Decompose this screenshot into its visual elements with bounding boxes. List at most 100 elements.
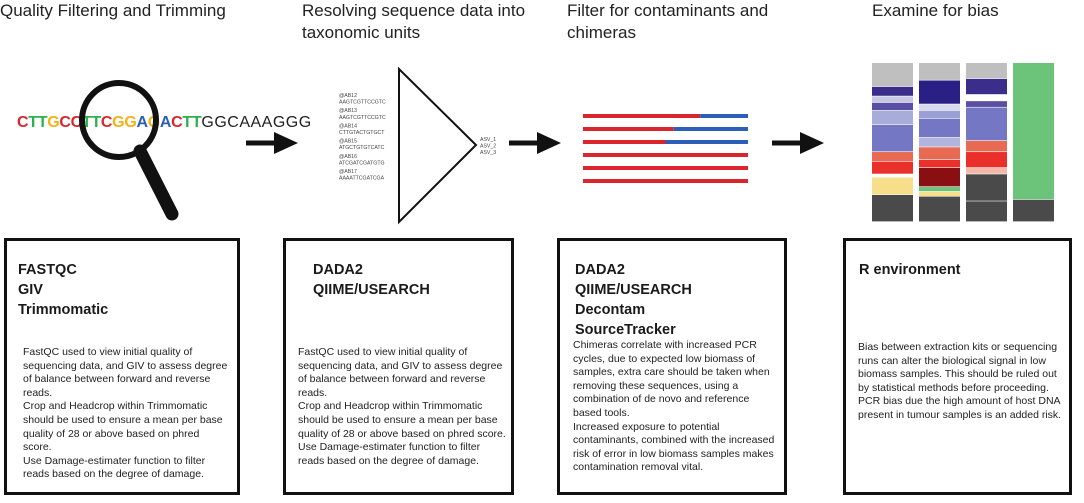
stage-2-tools: DADA2 QIIME/USEARCH [313, 260, 430, 300]
bias-bar-segment [966, 174, 1007, 201]
stage-3-tools: DADA2 QIIME/USEARCH Decontam SourceTrack… [575, 260, 692, 340]
bias-bar-chart [872, 63, 1054, 222]
description-paragraph: Increased exposure to potential contamin… [573, 420, 775, 474]
read-line-segment [583, 114, 701, 118]
bias-bar-segment [919, 187, 960, 192]
tool-name: Decontam [575, 302, 646, 318]
arrow-icon [509, 132, 561, 154]
tool-name: FASTQC [18, 262, 77, 278]
dna-base: C [59, 114, 71, 131]
stage-4-title: Examine for bias [872, 1, 999, 20]
bias-bar-segment [872, 125, 913, 152]
stage-1-box: FASTQC GIV Trimmomatic FastQC used to vi… [4, 238, 240, 495]
stage-1-tools: FASTQC GIV Trimmomatic [18, 260, 108, 320]
bias-bar-segment [872, 110, 913, 125]
dna-base: C [70, 114, 83, 131]
read-id: @AB13 [339, 108, 357, 114]
dna-base: C [17, 114, 29, 131]
dna-base: T [191, 114, 202, 131]
stage-4-description: Bias between extraction kits or sequenci… [858, 341, 1064, 423]
dna-base: T [81, 114, 92, 131]
funnel-triangle-icon [398, 66, 478, 225]
tool-name: QIIME/USEARCH [313, 282, 430, 298]
bias-bar-segment [872, 96, 913, 103]
stage-2-description: FastQC used to view initial quality of s… [298, 346, 506, 468]
stage-3-title: Filter for contaminants and chimeras [567, 1, 769, 42]
read-line-segment [665, 140, 748, 144]
bias-bar-segment [1013, 63, 1054, 200]
read-id: @AB17 [339, 169, 357, 175]
arrow-icon [246, 132, 298, 154]
bias-bar-segment [966, 63, 1007, 79]
dna-base: C [171, 114, 183, 131]
tool-name: SourceTracker [575, 322, 676, 338]
dna-base: G [112, 114, 125, 131]
bias-bar-segment [919, 104, 960, 111]
tool-name: QIIME/USEARCH [575, 282, 692, 298]
description-paragraph: Crop and Headcrop within Trimmomatic sho… [298, 400, 506, 440]
read-id: @AB15 [339, 139, 357, 145]
bias-bar-segment [919, 63, 960, 80]
bias-bar-segment [966, 78, 1007, 95]
read-line-segment [583, 153, 748, 157]
read-line-segment [700, 114, 748, 118]
dna-sequence: CTTGCCTTCGGAGACTTGGCAAAGGG [17, 114, 312, 132]
tool-name: GIV [18, 282, 43, 298]
bias-bar-segment [872, 63, 913, 87]
asv-label: ASV_1 [480, 137, 496, 143]
description-paragraph: Use Damage-estimater function to filter … [298, 441, 481, 467]
read-sequence: ATCGATCGATGTG [339, 160, 385, 166]
tool-name: Trimmomatic [18, 302, 109, 318]
bias-bar-segment [919, 167, 960, 187]
bias-bar-segment [1013, 199, 1054, 222]
description-paragraph: FastQC used to view initial quality of s… [298, 346, 503, 399]
bias-bar-segment [919, 191, 960, 196]
dna-base: T [28, 114, 38, 131]
bias-bar-segment [919, 80, 960, 104]
dna-base: A [159, 114, 172, 131]
asv-label: ASV_2 [480, 144, 496, 150]
bias-bar-segment [966, 152, 1007, 168]
read-sequence: CTTGTACTGTGCT [339, 130, 385, 136]
dna-base: G [124, 114, 137, 131]
read-id: @AB14 [339, 123, 357, 129]
tool-name: R environment [859, 262, 961, 278]
read-sequence: AAGTCGTTCCGTC [339, 115, 386, 121]
stage-2-title: Resolving sequence data into taxonomic u… [302, 1, 526, 42]
bias-bar-segment [966, 101, 1007, 107]
read-sequence: AAGTCGTTCCGTC [339, 100, 386, 106]
bias-bar-segment [919, 137, 960, 147]
read-id: @AB16 [339, 154, 357, 160]
description-paragraph: Use Damage-estimater function to filter … [23, 454, 206, 481]
bias-bar-segment [872, 194, 913, 222]
bias-bar-segment [872, 174, 913, 177]
read-line-segment [583, 127, 674, 131]
bias-bar-segment [966, 107, 1007, 141]
read-sequence: AAAATTCGATCGA [339, 176, 385, 182]
asv-label: ASV_3 [480, 150, 496, 156]
dna-base: T [37, 114, 48, 131]
description-paragraph: FastQC used to view initial quality of s… [23, 346, 228, 399]
stage-3-box: DADA2 QIIME/USEARCH Decontam SourceTrack… [557, 238, 787, 495]
bias-bar-segment [872, 161, 913, 174]
bias-bar-segment [919, 196, 960, 222]
bias-bar-segment [919, 118, 960, 138]
dna-base: T [91, 114, 101, 131]
bias-bar-segment [872, 152, 913, 161]
description-paragraph: Bias between extraction kits or sequenci… [858, 341, 1062, 421]
dna-base: A [136, 114, 148, 131]
bias-bar-segment [966, 201, 1007, 222]
tool-name: DADA2 [575, 262, 625, 278]
bias-bar-segment [966, 140, 1007, 152]
stage-4-tools: R environment [859, 260, 961, 280]
read-sequence: ATGCTGTGTCATC [339, 145, 385, 151]
dna-base: C [100, 114, 113, 131]
stage-3-description: Chimeras correlate with increased PCR cy… [573, 339, 778, 475]
dna-base: T [182, 114, 192, 131]
stage-1-description: FastQC used to view initial quality of s… [23, 346, 228, 482]
read-line-segment [583, 166, 748, 170]
bias-bar-segment [919, 159, 960, 168]
stage-4-box: R environment Bias between extraction ki… [843, 238, 1072, 495]
